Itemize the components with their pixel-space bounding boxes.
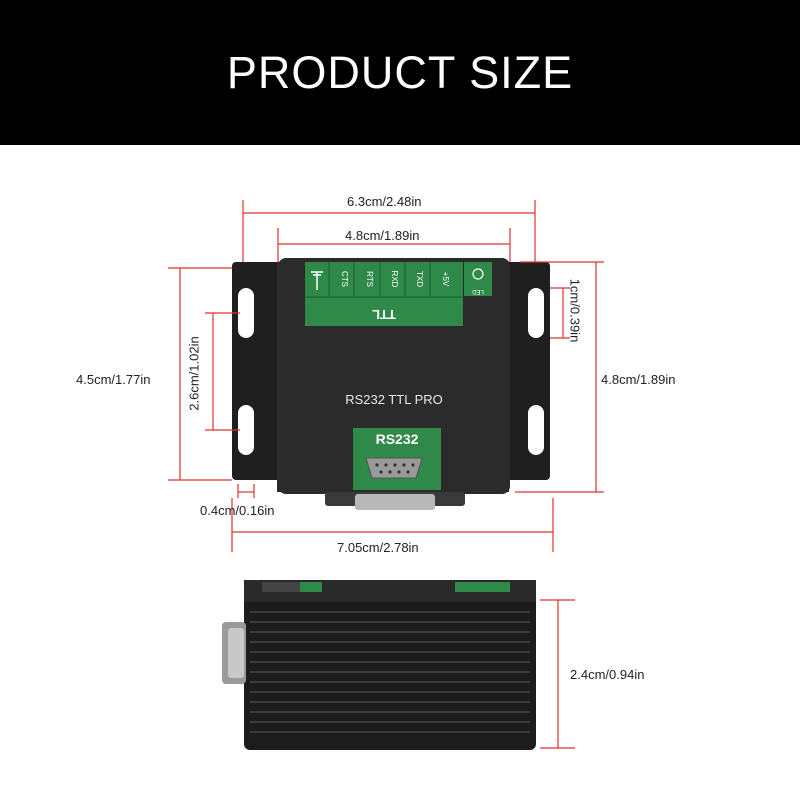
model-label: RS232 TTL PRO [345,392,443,407]
dim-total-width: 6.3cm/2.48in [347,194,422,209]
dim-hole-width: 1cm/0.39in [567,278,583,343]
dim-right-height: 4.8cm/1.89in [601,372,676,387]
pin-label: RXD [390,271,399,288]
dim-thickness: 2.4cm/0.94in [570,667,645,682]
mounting-slot-top-left [238,288,254,338]
header-banner: PRODUCT SIZE [0,0,800,145]
dimension-lines [168,200,604,749]
pin-label: RTS [365,271,374,287]
dim-body-height: 4.5cm/1.77in [76,372,151,387]
led-label: LED [471,288,483,294]
rs232-label: RS232 [376,431,419,447]
dim-overall-width: 7.05cm/2.78in [337,540,419,555]
dim-hole-span: 2.6cm/1.02in [186,336,202,411]
page-title: PRODUCT SIZE [226,46,574,98]
dim-flange-width: 0.4cm/0.16in [200,503,275,518]
db9-connector [365,457,423,479]
pin-label: TXD [415,271,424,287]
ttl-label: TTL [372,307,396,322]
mounting-slot-bottom-right [528,405,544,455]
mounting-slot-top-right [528,288,544,338]
pin-label: +5V [441,272,450,287]
ground-icon [311,271,323,290]
pin-labels: CTS RTS RXD TXD +5V LED [340,271,484,294]
dim-terminal-width: 4.8cm/1.89in [345,228,420,243]
device-body [278,258,510,510]
side-view [222,580,536,750]
mounting-slot-bottom-left [238,405,254,455]
ttl-panel [305,262,463,326]
pin-label: CTS [340,271,349,287]
